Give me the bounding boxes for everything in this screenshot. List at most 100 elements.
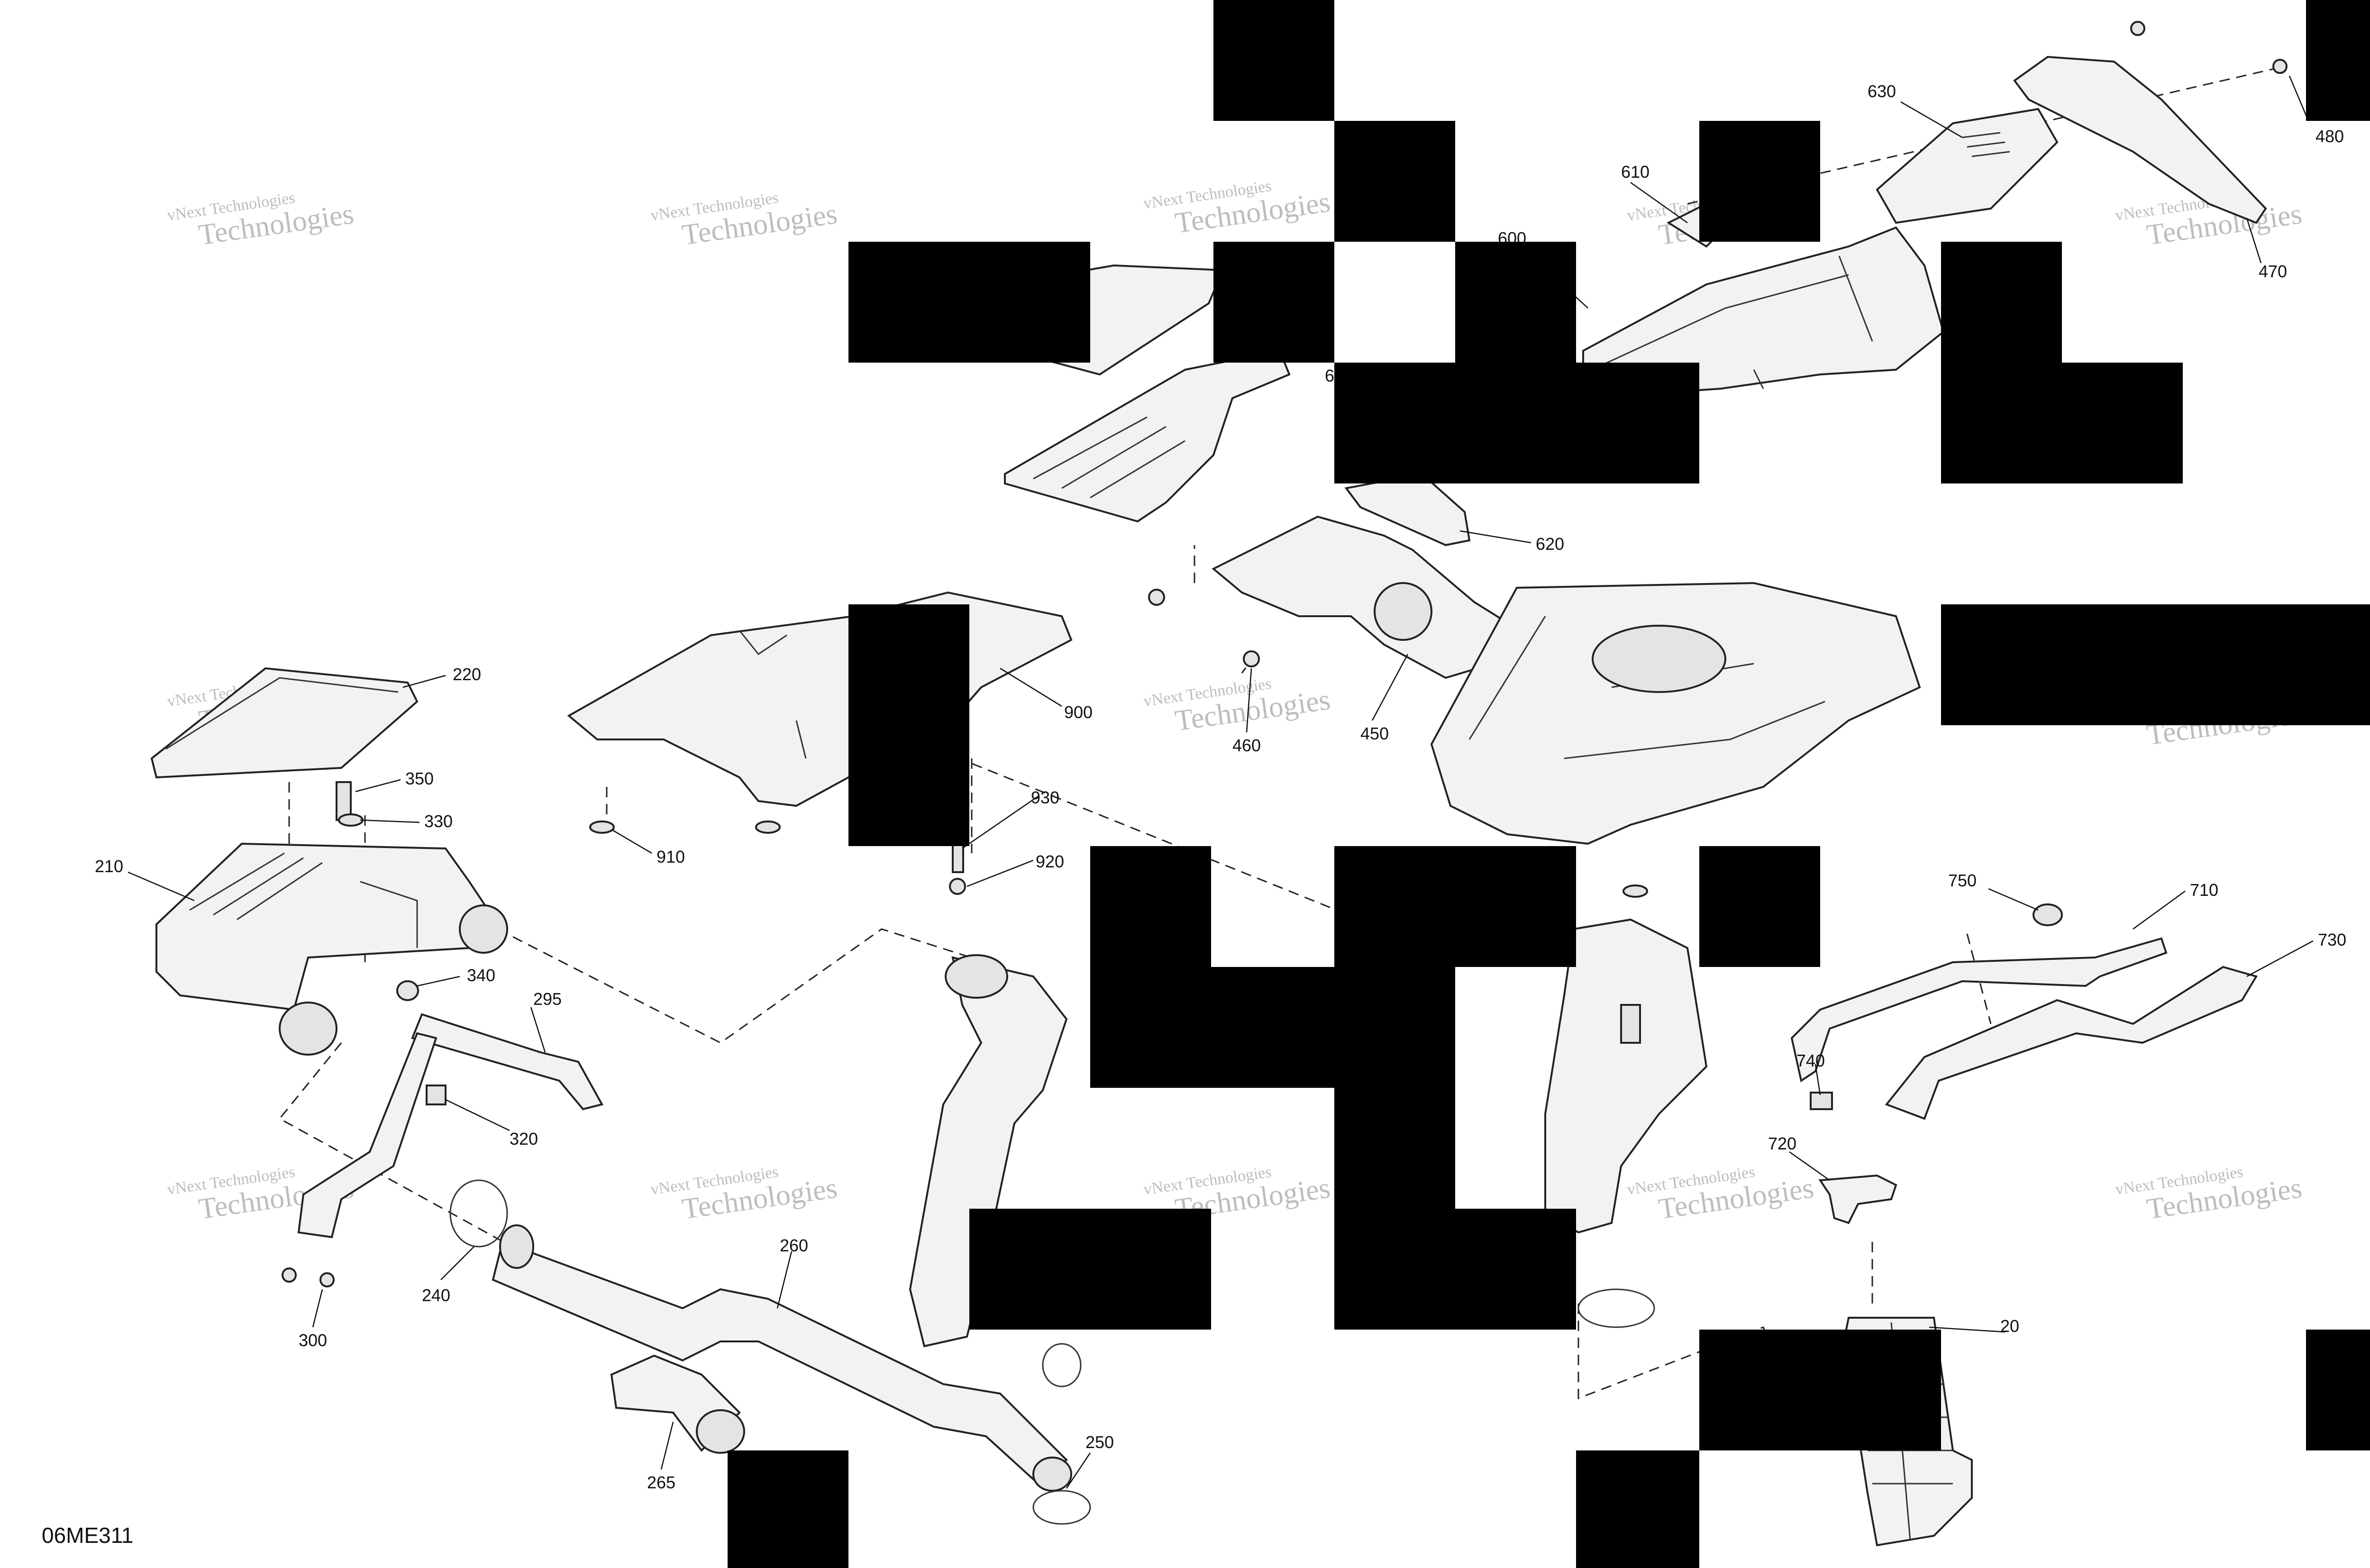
leader: [1459, 530, 1531, 544]
assembly-line: [497, 928, 986, 1044]
screw-460b: [1148, 589, 1165, 606]
clamp-part-250: [1032, 1490, 1091, 1525]
intercooler-fins: [189, 852, 418, 948]
hose-part-730: [1885, 966, 2258, 1120]
redaction-block: [1213, 0, 1334, 121]
callout-210: 210: [95, 857, 123, 876]
callout-20: 20: [2000, 1316, 2019, 1336]
redaction-blocks: [728, 0, 2370, 1568]
callout-910: 910: [656, 847, 685, 866]
washer-330: [338, 813, 364, 827]
screw-920: [949, 878, 966, 895]
callout-710: 710: [2190, 880, 2218, 900]
callout-240: 240: [422, 1285, 450, 1305]
hose-part-710: [1790, 937, 2168, 1083]
redaction-block: [1699, 121, 1820, 242]
callout-740: 740: [1796, 1051, 1825, 1070]
airbox-spring: [1620, 1004, 1641, 1044]
assembly-lines: [278, 65, 2285, 1400]
bracket-arm: [297, 1032, 438, 1239]
callout-250: 250: [1085, 1432, 1114, 1452]
redaction-block: [1699, 846, 1820, 967]
cover-vents: [1962, 132, 2010, 157]
clamp-740: [1810, 1092, 1833, 1110]
clamp-part: [1577, 1288, 1655, 1328]
heat-shield-detail: [738, 630, 807, 759]
elbow-end: [696, 1409, 745, 1454]
leader: [1929, 1326, 2005, 1333]
washer-910b: [755, 820, 781, 834]
leader: [611, 829, 652, 854]
redaction-block: [1090, 846, 1211, 1088]
callout-340: 340: [467, 966, 495, 985]
leader: [1630, 182, 1688, 224]
bracket-part-295: [411, 1013, 604, 1111]
tube-part: [909, 956, 1068, 1348]
leader: [2246, 940, 2314, 977]
clip-320: [426, 1085, 447, 1105]
leader: [660, 1422, 674, 1470]
bolt-300a: [282, 1267, 297, 1283]
leader: [128, 871, 195, 902]
leader: [1066, 1452, 1091, 1489]
assembly-line: [278, 1042, 512, 1248]
tray-part: [1430, 582, 1921, 845]
callout-labels: 220 350 330 210 340 295 320 240 300 260 …: [95, 82, 2346, 1492]
redaction-block: [1334, 846, 1455, 1088]
leader: [1246, 668, 1252, 733]
redaction-block: [1455, 846, 1576, 967]
screw-460: [1243, 650, 1260, 667]
airbox-detail: [1602, 255, 1873, 389]
redaction-block: [2306, 1330, 2370, 1450]
callout-920: 920: [1036, 852, 1064, 871]
callout-265: 265: [647, 1473, 675, 1492]
leader: [1900, 101, 1963, 138]
washer: [1623, 884, 1648, 898]
redaction-block: [1576, 1450, 1699, 1568]
callout-720: 720: [1768, 1134, 1796, 1153]
callout-330: 330: [424, 811, 453, 831]
leader: [966, 859, 1034, 887]
callout-630: 630: [1868, 82, 1896, 101]
leader: [1000, 667, 1062, 707]
leader: [1789, 1151, 1830, 1181]
leader: [402, 675, 446, 688]
assembly-line: [1577, 1304, 1783, 1400]
redaction-block: [1699, 1330, 1941, 1450]
redaction-block: [1213, 242, 1334, 363]
airbox-lower-part: [1544, 918, 1708, 1234]
document-id: 06ME311: [42, 1523, 134, 1548]
cover-part-220: [150, 667, 419, 779]
callout-450: 450: [1360, 724, 1389, 743]
leader: [2288, 75, 2309, 121]
leader: [962, 795, 1039, 849]
redaction-block: [1455, 242, 1576, 363]
leader: [530, 1007, 546, 1053]
redaction-block: [1941, 242, 2062, 363]
redaction-block: [1334, 121, 1455, 242]
callout-295: 295: [533, 989, 562, 1009]
washer-910: [589, 820, 615, 834]
redaction-block: [1334, 363, 1699, 483]
intercooler-outlet: [459, 904, 508, 954]
tube-end: [945, 954, 1008, 999]
leader: [2133, 890, 2186, 930]
callout-750: 750: [1948, 871, 1977, 890]
callout-460: 460: [1232, 736, 1261, 755]
redaction-block: [848, 604, 969, 846]
redaction-block: [1211, 967, 1334, 1088]
callout-6: 6: [1325, 366, 1334, 385]
redaction-block: [1941, 604, 2370, 725]
leader: [776, 1251, 793, 1309]
bolt-300b: [319, 1272, 335, 1287]
plug-750: [2033, 903, 2063, 926]
redaction-block: [1455, 1209, 1576, 1330]
redaction-block: [1941, 363, 2183, 483]
hose-end: [1032, 1457, 1072, 1492]
redaction-block: [848, 242, 1090, 363]
pin-930: [952, 843, 964, 873]
leader: [1988, 888, 2039, 911]
assembly-line: [1966, 933, 1992, 1024]
leader: [355, 779, 401, 793]
cover-part-630: [1876, 108, 2059, 224]
